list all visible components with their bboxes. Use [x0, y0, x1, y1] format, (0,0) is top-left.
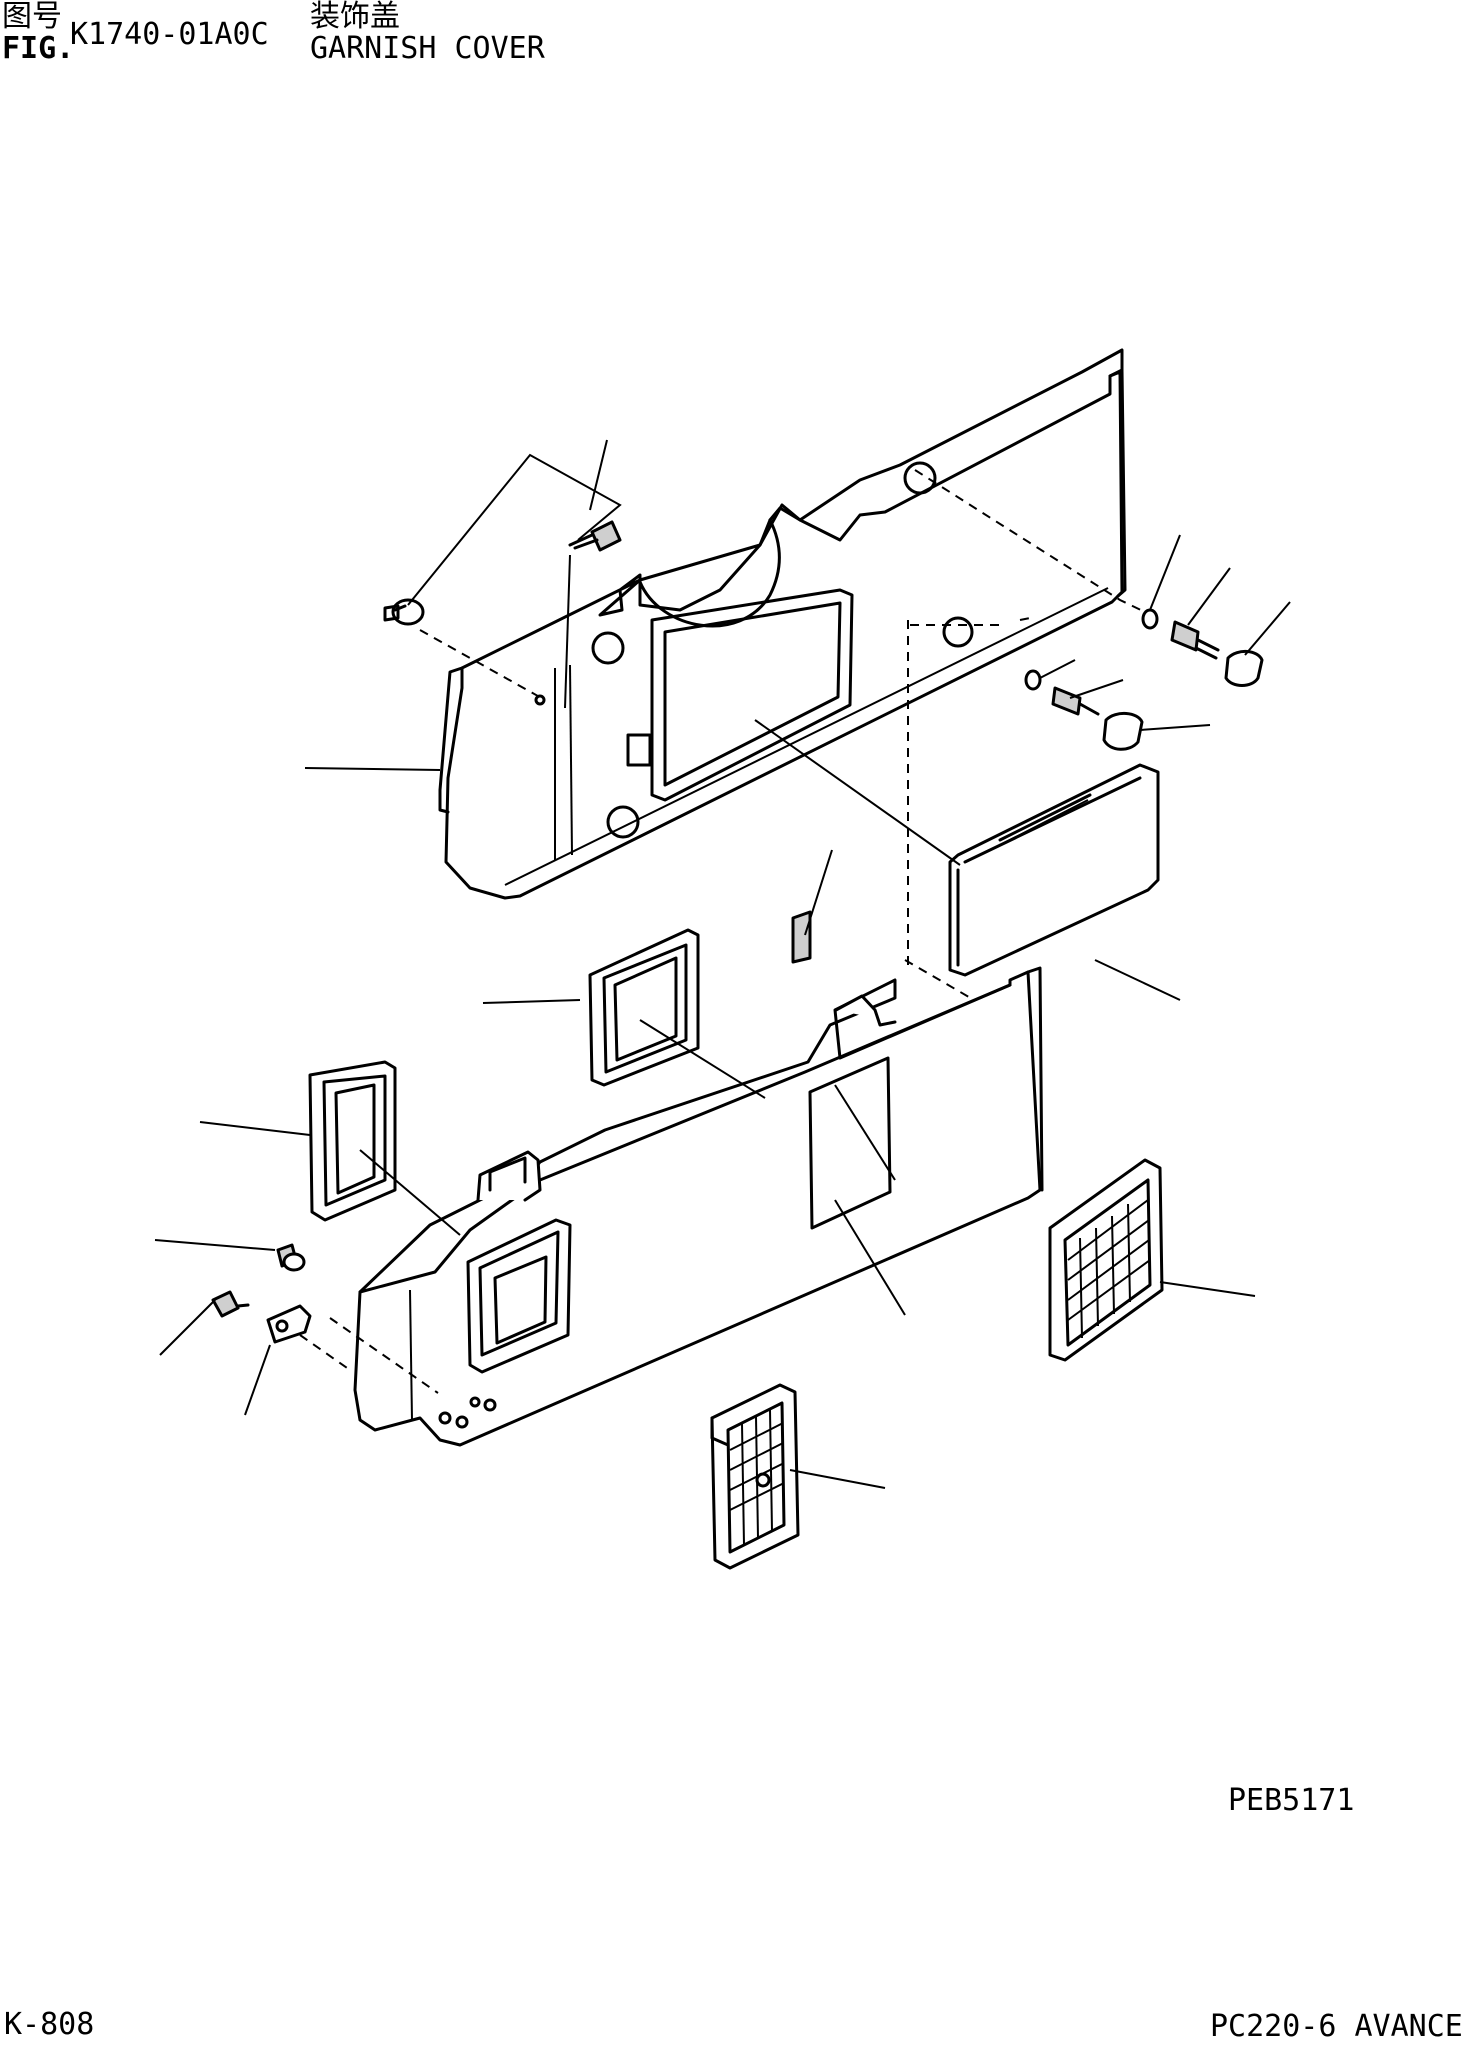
small-spacer: [791, 910, 812, 964]
figure-label-chinese: 图号: [2, 0, 62, 34]
figure-code: K1740-01A0C: [70, 17, 269, 52]
upper-garnish-panel: [438, 348, 1127, 900]
lower-garnish-panel: [329, 966, 1044, 1447]
gasket-frame-left: [308, 1060, 397, 1222]
large-lid: [948, 763, 1160, 977]
gasket-frame-center: [588, 928, 700, 1087]
washer-and-bolt-lower: [1024, 669, 1144, 751]
reference-code: PEB5171: [1228, 1783, 1355, 1818]
title-english: GARNISH COVER: [310, 31, 545, 66]
flange-bolt-left: [383, 598, 425, 626]
clip-nut: [266, 1304, 312, 1344]
figure-label-english: FIG.: [2, 31, 75, 66]
clip-fastener-1: [276, 1243, 306, 1272]
grille-vent-large: [1048, 1158, 1164, 1362]
model-name: PC220-6 AVANCE: [1210, 2009, 1463, 2044]
washer-and-bolt-upper: [1141, 608, 1264, 687]
clip-fastener-2: [211, 1290, 250, 1318]
page-number: K-808: [4, 2007, 95, 2042]
title-chinese: 装饰盖: [310, 0, 400, 34]
grille-vent-small: [710, 1383, 800, 1570]
bolt-upper-left: [568, 520, 622, 552]
